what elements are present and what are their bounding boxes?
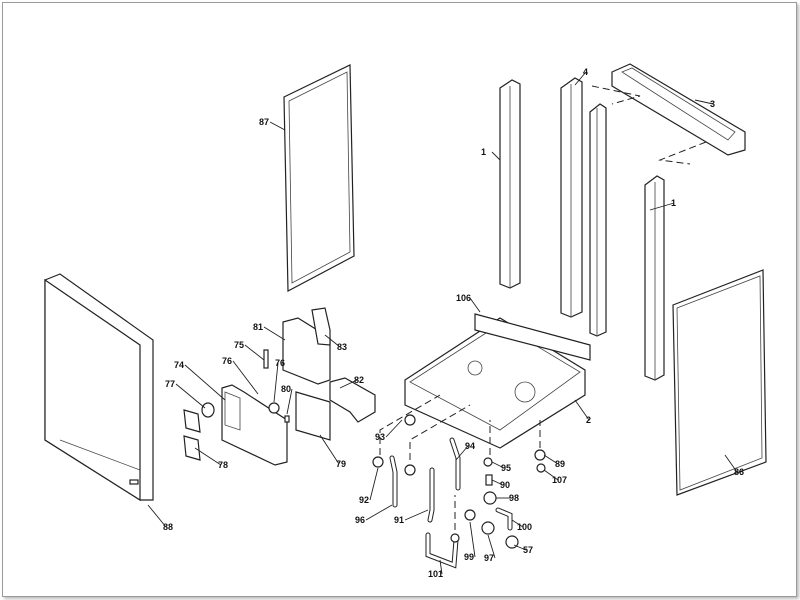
leader-line (491, 461, 505, 469)
leader-line (649, 202, 675, 211)
leader-line (339, 379, 358, 389)
side-panel-87 (283, 64, 355, 292)
leader-line (724, 454, 738, 473)
part-label-79: 79 (336, 459, 346, 469)
upright-rail-4-b (589, 103, 607, 337)
part-label-96: 96 (355, 515, 365, 525)
part-label-83: 83 (337, 342, 347, 352)
part-label-93: 93 (375, 432, 385, 442)
part-label-74: 74 (174, 360, 184, 370)
leader-line (263, 326, 286, 341)
leader-line (147, 504, 167, 528)
part-label-89: 89 (555, 459, 565, 469)
part-label-75: 75 (234, 340, 244, 350)
leader-line (319, 434, 340, 465)
leader-line (184, 364, 226, 401)
part-label-100: 100 (517, 522, 532, 532)
part-75 (263, 349, 269, 369)
leader-line (543, 454, 559, 465)
lens-77 (201, 402, 215, 418)
upright-rail-1-left (499, 79, 521, 289)
leader-line (244, 344, 265, 361)
upright-rail-1-right (644, 175, 665, 381)
top-bracket-3 (611, 63, 746, 156)
leader-line (469, 521, 476, 558)
part-label-88: 88 (163, 522, 173, 532)
part-label-76: 76 (222, 356, 232, 366)
knob-76 (268, 402, 280, 414)
part-label-76: 76 (275, 358, 285, 368)
part-label-101: 101 (428, 569, 443, 579)
part-label-97: 97 (484, 553, 494, 563)
part-label-106: 106 (456, 293, 471, 303)
part-label-1: 1 (481, 147, 486, 157)
leader-line (469, 297, 481, 313)
part-label-92: 92 (359, 495, 369, 505)
part-80 (284, 415, 290, 423)
part-label-90: 90 (500, 480, 510, 490)
side-panel-86 (672, 269, 767, 496)
leader-line (455, 445, 469, 461)
leader-line (269, 121, 286, 131)
part-label-95: 95 (501, 463, 511, 473)
cover-82 (329, 377, 376, 423)
part-label-98: 98 (509, 493, 519, 503)
flap-78-a (183, 409, 201, 433)
leader-line (694, 99, 714, 105)
pcb-79 (295, 391, 331, 441)
part-label-78: 78 (218, 460, 228, 470)
base-tray-2 (404, 313, 591, 449)
leader-line (511, 519, 524, 528)
leader-line (574, 71, 587, 86)
part-label-57: 57 (523, 545, 533, 555)
leader-line (286, 388, 293, 415)
leader-line (365, 504, 393, 521)
part-label-87: 87 (259, 117, 269, 127)
leader-line (491, 479, 504, 486)
part-label-91: 91 (394, 515, 404, 525)
leader-line (404, 509, 429, 521)
pipework (372, 414, 546, 569)
part-label-80: 80 (281, 384, 291, 394)
leader-line (487, 534, 496, 559)
front-panel-88 (44, 273, 154, 502)
part-label-107: 107 (552, 475, 567, 485)
leader-line (513, 544, 527, 551)
leader-line (175, 383, 206, 409)
part-label-86: 86 (734, 467, 744, 477)
leader-line (439, 559, 443, 575)
leader-line (385, 419, 403, 438)
part-label-94: 94 (465, 441, 475, 451)
leader-line (273, 362, 279, 403)
leader-line (574, 399, 590, 421)
leader-line (194, 447, 222, 466)
part-label-82: 82 (354, 375, 364, 385)
part-label-81: 81 (253, 322, 263, 332)
leader-line (543, 469, 559, 481)
control-housing-74 (221, 384, 288, 466)
leader-line (491, 151, 501, 161)
leader-line (324, 334, 341, 348)
flap-78-b (183, 435, 201, 461)
part-label-99: 99 (464, 552, 474, 562)
upright-rail-4-a (560, 77, 583, 318)
leader-line (369, 467, 379, 501)
part-label-77: 77 (165, 379, 175, 389)
leader-line (232, 360, 259, 395)
